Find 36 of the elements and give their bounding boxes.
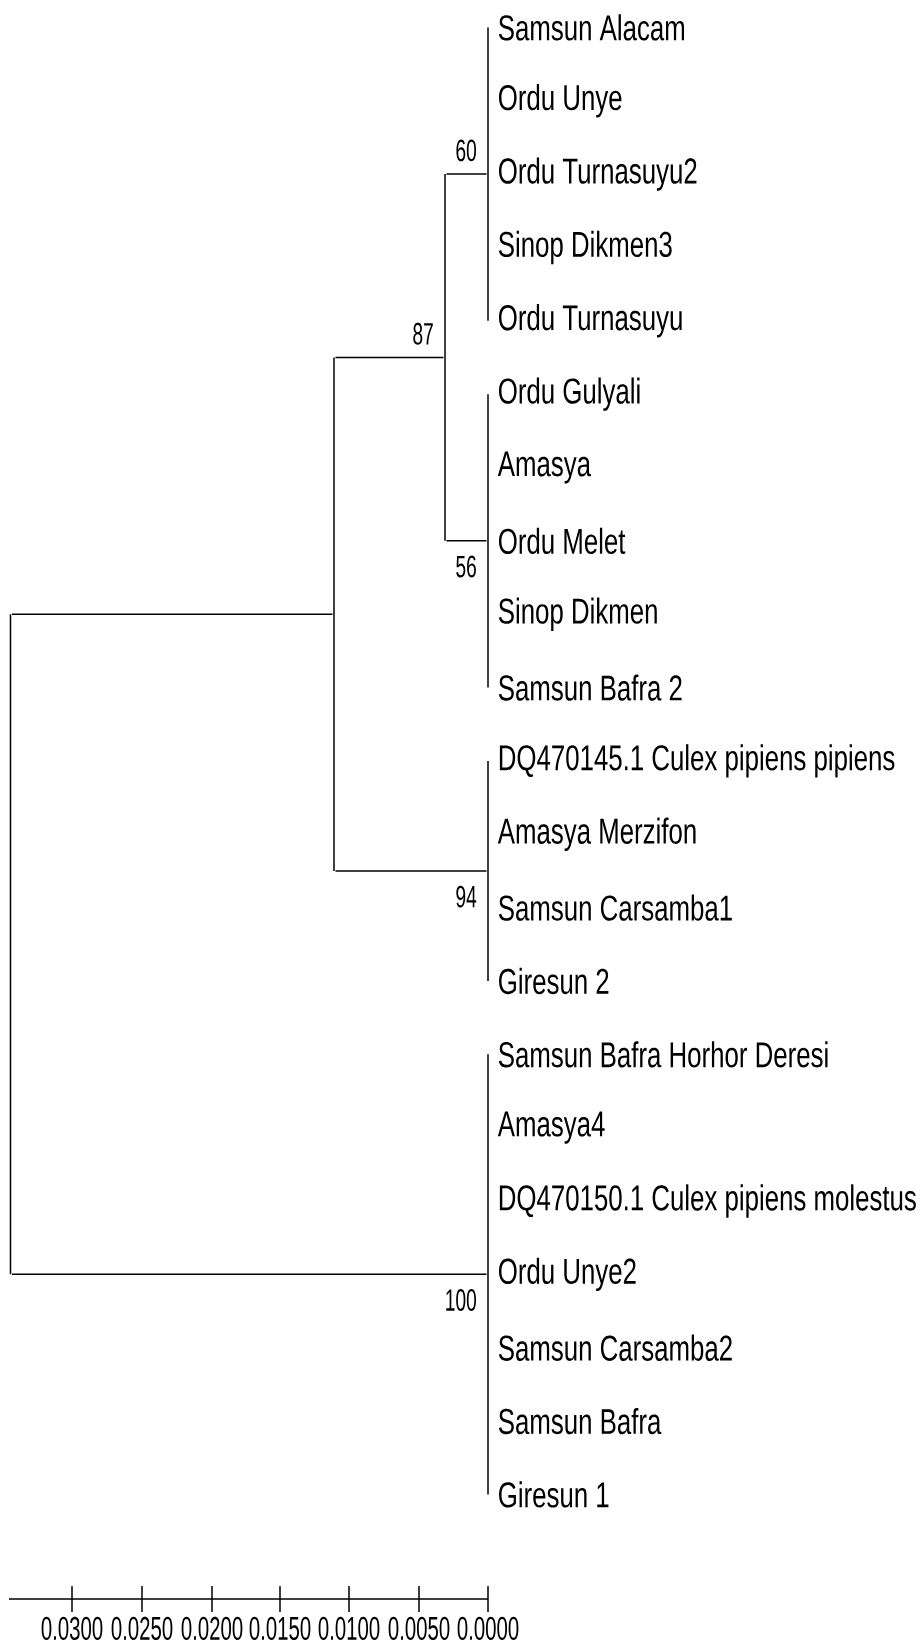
taxon-label: Ordu Turnasuyu2 [499,157,697,191]
taxon-label: Giresun 2 [499,967,609,995]
taxon-label: Samsun Bafra [498,1407,662,1435]
tick-label: 0.0200 [181,1616,243,1641]
branch-line [11,1273,488,1276]
taxon-label: DQ470150.1 Culex pipiens molestus [499,1184,916,1218]
taxon-label: Ordu Turnasuyu [499,304,682,338]
tick-label: 0.0050 [388,1616,450,1641]
taxon-label: Sinop Dikmen [498,597,657,631]
taxon-label: Sinop Dikmen3 [498,230,672,265]
taxon-label: Samsun Bafra 2 [498,674,682,701]
branch-line [334,356,445,359]
taxon-label: Amasya Merzifon [497,817,696,851]
taxon-label: Giresun 1 [499,1481,609,1508]
branch-line [445,173,488,175]
bootstrap-value: 100 [446,1289,476,1311]
taxon-label: Samsun Carsamba1 [498,894,732,921]
taxon-label: Amasya [497,451,592,484]
branch-line [11,613,334,615]
tick-label: 0.0000 [457,1616,519,1641]
taxon-label: Samsun Carsamba2 [498,1334,732,1361]
taxon-label: Ordu Unye [499,84,622,118]
branch-line [334,870,488,872]
taxon-label: Ordu Unye2 [499,1257,636,1292]
taxon-label: Ordu Melet [499,527,626,554]
tick-label: 0.0150 [249,1616,311,1641]
tick-label: 0.0100 [318,1616,380,1641]
branch-line [445,540,488,542]
vertical-branch [9,614,12,1275]
taxon-label: Amasya4 [497,1111,605,1144]
bootstrap-value: 56 [456,555,476,578]
bootstrap-value: 87 [413,322,433,345]
bootstrap-value: 94 [456,885,477,908]
tick-label: 0.0250 [111,1616,173,1641]
tick-label: 0.0300 [41,1616,103,1641]
bootstrap-value: 60 [456,139,476,162]
